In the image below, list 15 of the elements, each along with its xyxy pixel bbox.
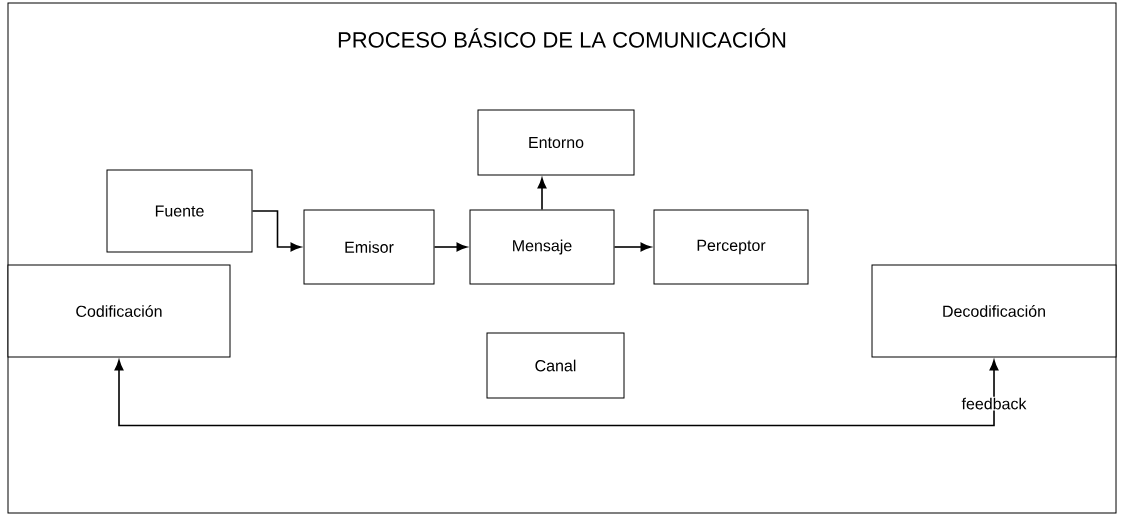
process-box: Emisor bbox=[303, 209, 435, 285]
process-box: Decodificación bbox=[871, 264, 1117, 358]
process-box: Canal bbox=[486, 332, 625, 399]
arrow bbox=[433, 242, 468, 252]
process-box: Codificación bbox=[7, 264, 231, 358]
arrow bbox=[251, 210, 302, 252]
edge-label: feedback bbox=[960, 396, 1028, 411]
arrow bbox=[537, 177, 547, 211]
process-box: Fuente bbox=[106, 169, 253, 253]
arrow bbox=[114, 359, 999, 427]
process-box: Mensaje bbox=[469, 209, 615, 285]
arrow bbox=[613, 242, 652, 252]
process-box: Perceptor bbox=[653, 209, 809, 285]
process-box: Entorno bbox=[477, 109, 635, 176]
title: PROCESO BÁSICO DE LA COMUNICACIÓN bbox=[338, 28, 786, 48]
